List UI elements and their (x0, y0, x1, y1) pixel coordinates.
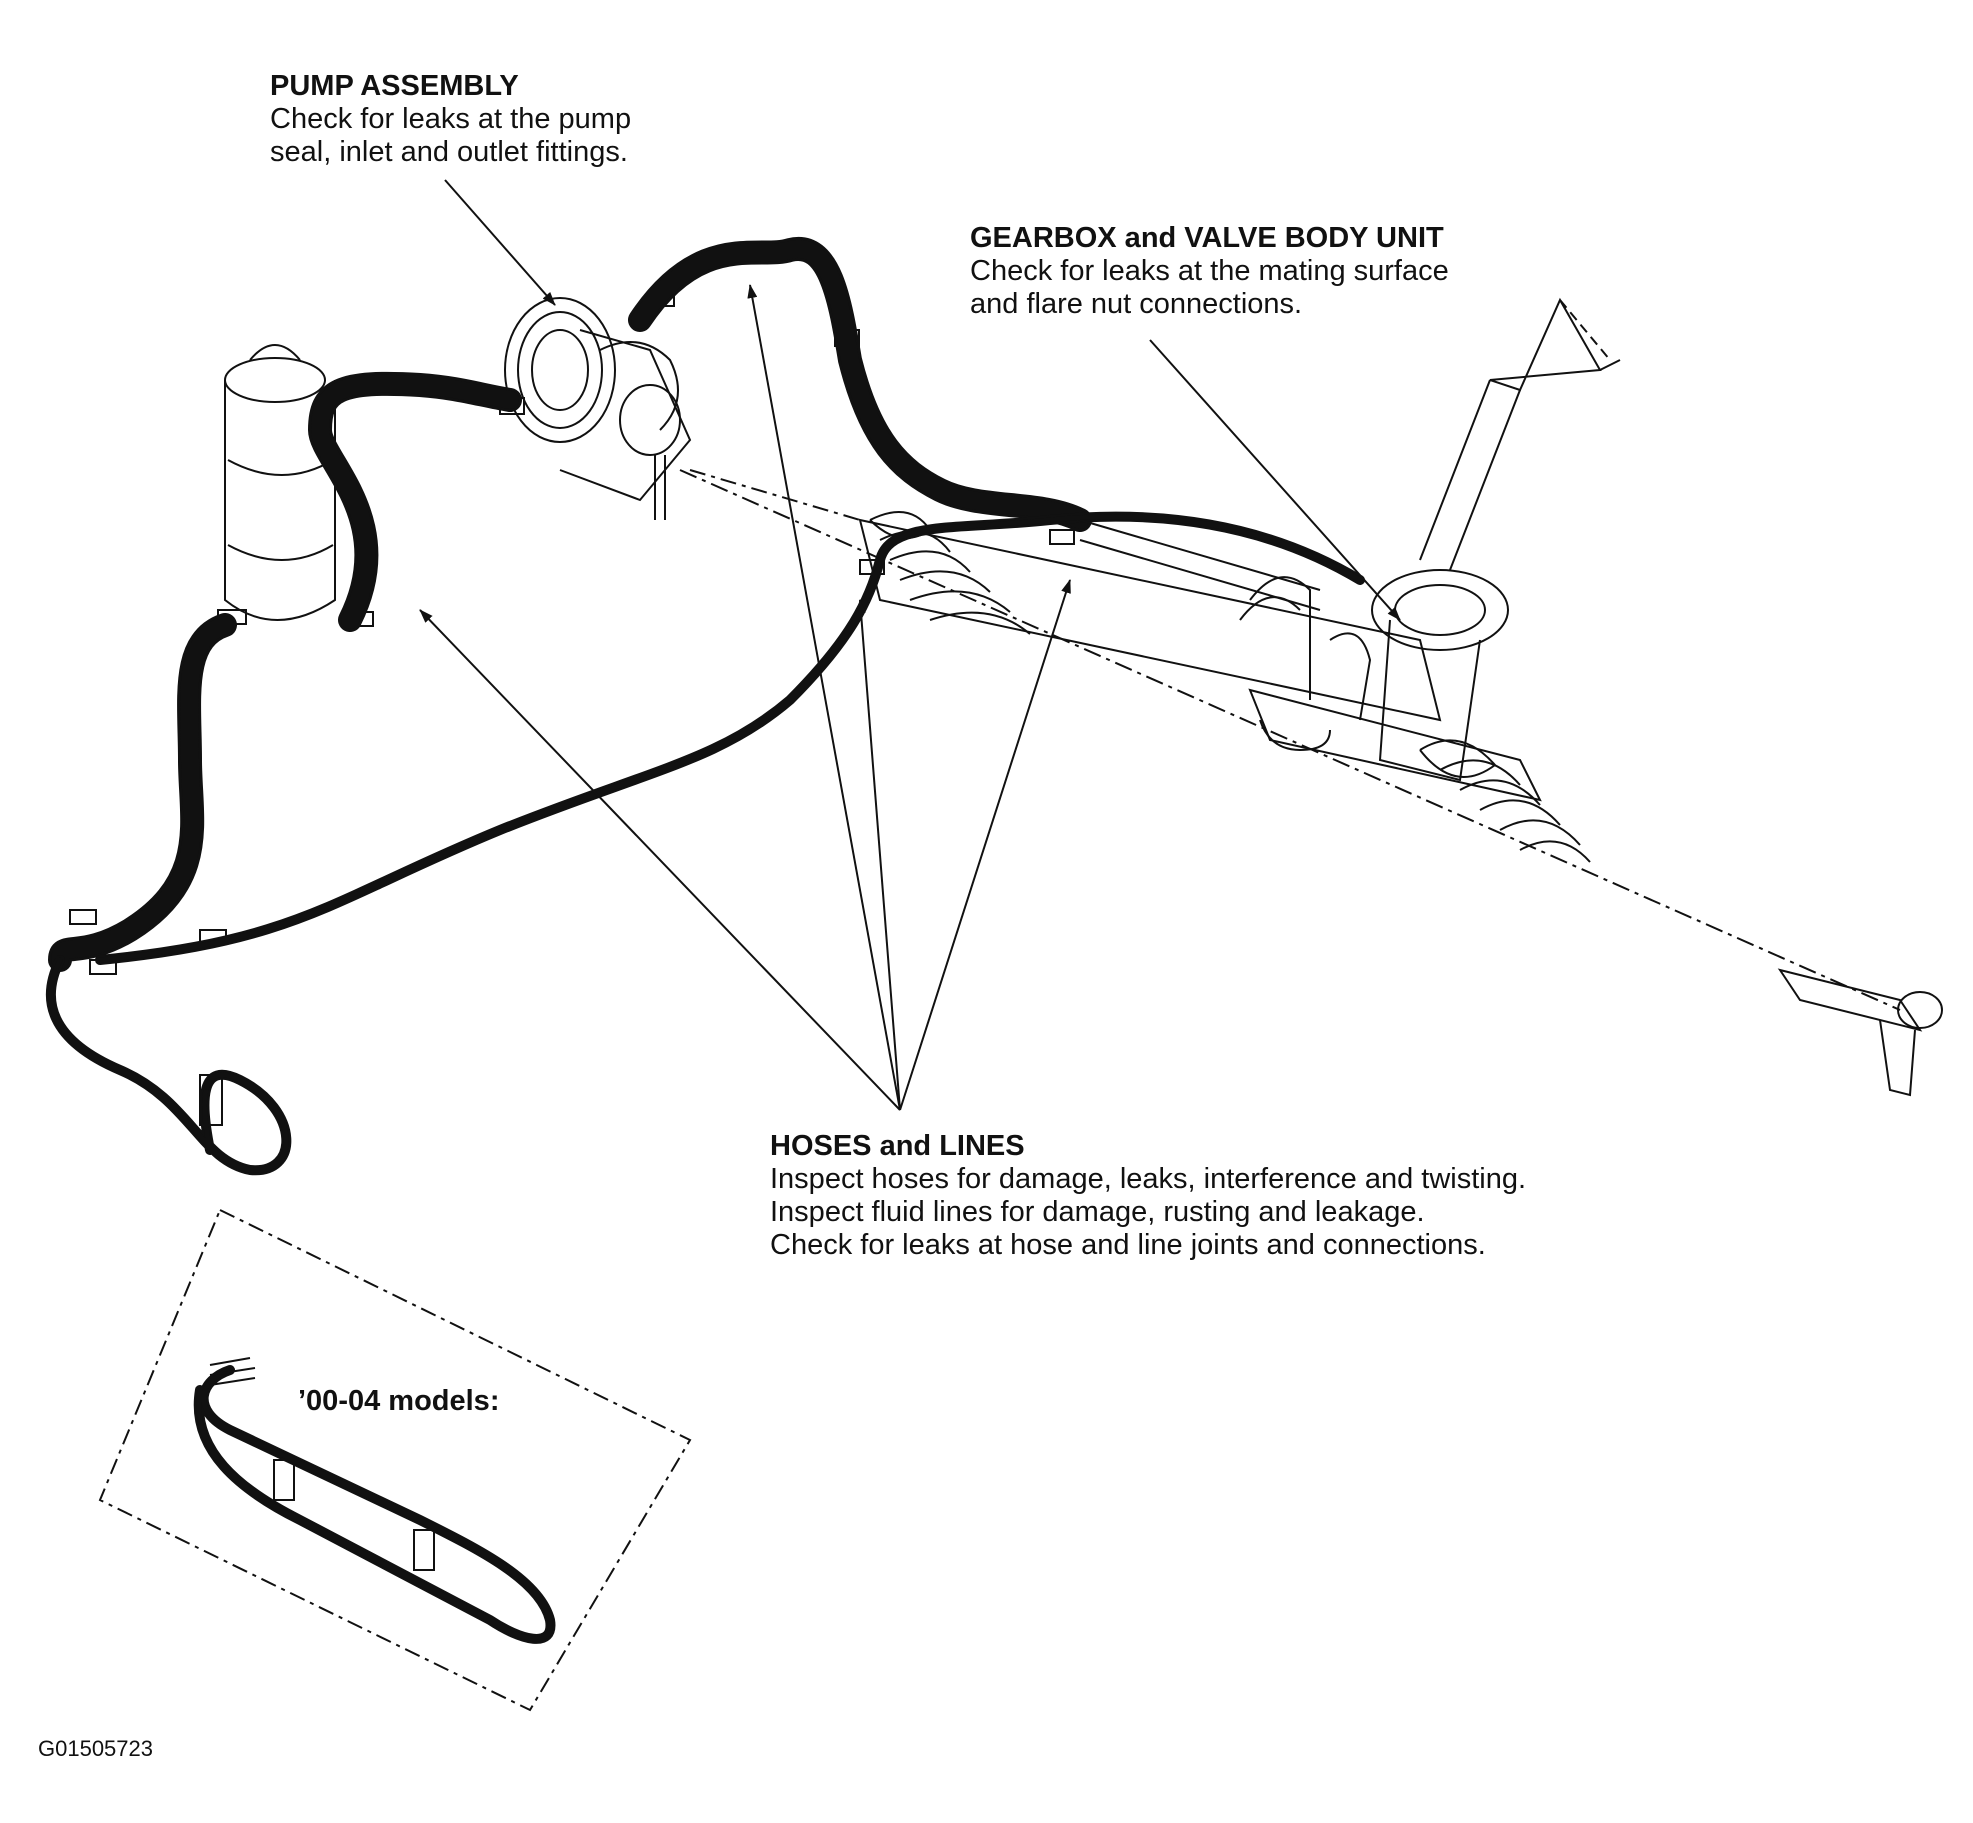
leader-pump (444, 179, 556, 306)
callout-text: Check for leaks at the mating surface (970, 255, 1449, 287)
fluid-reservoir (224, 344, 336, 621)
callout-gearbox: GEARBOX and VALVE BODY UNIT Check for le… (970, 222, 1449, 321)
leader-hoses-pump (747, 284, 901, 1111)
rack-boot-right (1419, 739, 1591, 863)
steering-rack (679, 297, 1943, 1097)
callout-text: Check for leaks at hose and line joints … (770, 1229, 1486, 1261)
callout-text: Check for leaks at the pump (270, 103, 632, 135)
leader-hoses-lines (899, 579, 1071, 1111)
callout-pump-assembly: PUMP ASSEMBLY Check for leaks at the pum… (270, 70, 631, 169)
inset-00-04-models (98, 1208, 692, 1712)
callout-title: PUMP ASSEMBLY (270, 70, 519, 102)
callout-title: HOSES and LINES (770, 1130, 1025, 1162)
leader-lines (419, 179, 1401, 1111)
callout-text: Inspect hoses for damage, leaks, interfe… (770, 1163, 1527, 1195)
rack-mount (1259, 719, 1331, 752)
hoses-and-lines (45, 236, 1372, 1176)
callout-hoses-and-lines: HOSES and LINES Inspect hoses for damage… (770, 1130, 1526, 1262)
callout-title: GEARBOX and VALVE BODY UNIT (970, 222, 1444, 254)
leader-hoses-rack (856, 599, 901, 1111)
callout-text: and flare nut connections. (970, 288, 1303, 320)
leader-gearbox (1149, 339, 1401, 621)
hose-clamps (69, 289, 1075, 1126)
tie-rod-end (1777, 968, 1943, 1097)
valve-body (1371, 297, 1621, 782)
callout-text: Inspect fluid lines for damage, rusting … (770, 1196, 1425, 1228)
callout-text: seal, inlet and outlet fittings. (270, 136, 628, 168)
figure-id: G01505723 (38, 1736, 153, 1761)
inset-label: ’00-04 models: (298, 1385, 500, 1417)
pump-assembly (504, 297, 861, 521)
leader-hoses-reservoir (419, 609, 901, 1111)
